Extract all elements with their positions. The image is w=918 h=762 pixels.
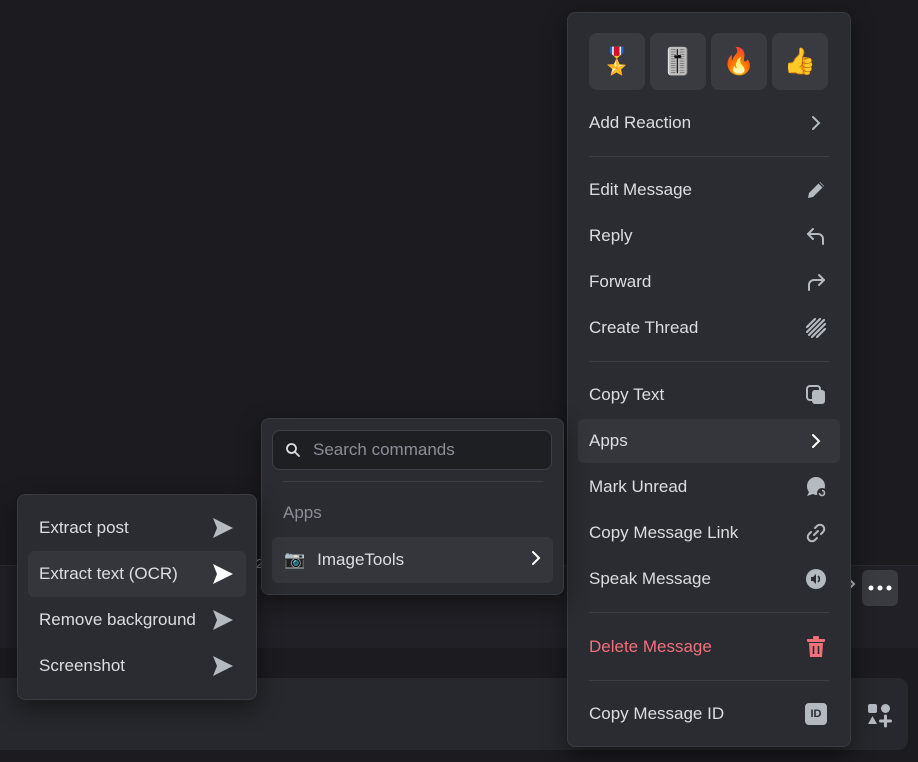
forward-icon [803, 269, 829, 295]
menu-item-label: Add Reaction [589, 113, 692, 132]
menu-divider [589, 680, 829, 681]
search-icon [286, 443, 300, 457]
command-screenshot[interactable]: Screenshot [28, 643, 246, 689]
menu-item-label: Edit Message [589, 180, 692, 199]
pencil-icon [803, 177, 829, 203]
chevron-right-icon [531, 550, 541, 571]
menu-item-label: Copy Message Link [589, 523, 739, 542]
trash-icon [803, 634, 829, 660]
command-label: Extract post [39, 518, 129, 537]
menu-add-reaction[interactable]: Add Reaction [578, 101, 840, 145]
menu-item-label: Forward [589, 272, 652, 291]
apps-commands-menu: Apps 📷 ImageTools [261, 418, 564, 595]
thumbs-up-icon: 👍 [783, 46, 817, 76]
menu-copy-message-id[interactable]: Copy Message ID ID [578, 692, 840, 736]
search-commands-box[interactable] [272, 430, 552, 470]
speaker-icon [803, 566, 829, 592]
obscured-text: 2 [256, 556, 264, 571]
menu-item-label: Copy Message ID [589, 704, 725, 723]
send-icon [213, 518, 233, 538]
command-label: Screenshot [39, 656, 125, 675]
menu-forward[interactable]: Forward [578, 260, 840, 304]
menu-item-label: Apps [589, 431, 628, 450]
command-extract-post[interactable]: Extract post [28, 505, 246, 551]
medal-icon: 🎖️ [600, 46, 634, 76]
menu-item-label: Reply [589, 226, 633, 245]
app-imagetools[interactable]: 📷 ImageTools [272, 537, 553, 583]
menu-mark-unread[interactable]: Mark Unread [578, 465, 840, 509]
reaction-fire-button[interactable]: 🔥 [711, 33, 767, 90]
command-label: Remove background [39, 610, 196, 629]
reaction-thumbs-up-button[interactable]: 👍 [772, 33, 828, 90]
menu-divider [589, 361, 829, 362]
menu-item-label: Copy Text [589, 385, 665, 404]
menu-apps[interactable]: Apps [578, 419, 840, 463]
reaction-level-slider-button[interactable]: 🎚️ [650, 33, 706, 90]
link-icon [803, 520, 829, 546]
send-icon [213, 564, 233, 584]
send-icon [213, 656, 233, 676]
menu-create-thread[interactable]: Create Thread [578, 306, 840, 350]
app-name: ImageTools [317, 550, 405, 569]
apps-section-label: Apps [283, 503, 322, 522]
menu-reply[interactable]: Reply [578, 214, 840, 258]
chevron-right-icon [803, 110, 829, 136]
more-dots-icon [868, 585, 892, 591]
apps-launcher-icon[interactable] [864, 700, 894, 730]
menu-item-label: Mark Unread [589, 477, 688, 496]
mark-unread-icon [803, 474, 829, 500]
more-options-button[interactable] [862, 570, 898, 606]
command-label: Extract text (OCR) [39, 564, 178, 583]
menu-edit-message[interactable]: Edit Message [578, 168, 840, 212]
menu-item-label: Delete Message [589, 637, 712, 656]
menu-copy-message-link[interactable]: Copy Message Link [578, 511, 840, 555]
copy-icon [803, 382, 829, 408]
menu-item-label: Create Thread [589, 318, 699, 337]
menu-divider [589, 612, 829, 613]
thread-icon [803, 315, 829, 341]
menu-divider [283, 481, 543, 482]
imagetools-commands-menu: Extract post Extract text (OCR) Remove b… [17, 494, 257, 700]
camera-icon: 📷 [284, 550, 306, 569]
chevron-right-icon [803, 428, 829, 454]
command-extract-text-ocr[interactable]: Extract text (OCR) [28, 551, 246, 597]
quick-reactions: 🎖️ 🎚️ 🔥 👍 [589, 33, 828, 90]
menu-item-label: Speak Message [589, 569, 711, 588]
menu-copy-text[interactable]: Copy Text [578, 373, 840, 417]
send-icon [213, 610, 233, 630]
fire-icon: 🔥 [722, 46, 756, 76]
reply-icon [803, 223, 829, 249]
menu-speak-message[interactable]: Speak Message [578, 557, 840, 601]
level-slider-icon: 🎚️ [661, 46, 695, 76]
reaction-medal-button[interactable]: 🎖️ [589, 33, 645, 90]
menu-divider [589, 156, 829, 157]
id-badge: ID [805, 703, 827, 725]
menu-delete-message[interactable]: Delete Message [578, 625, 840, 669]
command-remove-background[interactable]: Remove background [28, 597, 246, 643]
search-commands-input[interactable] [311, 439, 545, 461]
message-context-menu: 🎖️ 🎚️ 🔥 👍 Add Reaction Edit Message Repl… [567, 12, 851, 747]
id-badge-icon: ID [803, 701, 829, 727]
